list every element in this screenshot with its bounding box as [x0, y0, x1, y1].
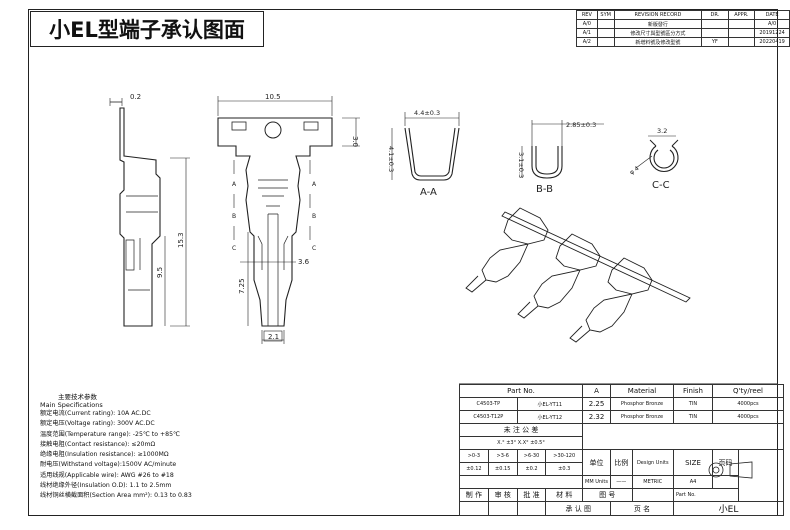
dim-total-len: 15.3	[177, 232, 185, 248]
tb-part-finish: TIN	[673, 410, 714, 424]
spec-line: 线材铜丝横截面积(Section Area mm²): 0.13 to 0.83	[40, 492, 192, 500]
tb-tol-val: ±0.15	[487, 462, 518, 476]
tb-part-qty: 4000pcs	[712, 397, 785, 411]
drawing-frame	[28, 9, 778, 516]
dim-bb-h: 3.1±0.3	[517, 152, 525, 178]
dim-len-95: 9.5	[156, 267, 164, 278]
rev-cell	[596, 37, 615, 47]
section-marker-b: B	[232, 213, 236, 220]
tb-role: 制 作	[459, 488, 489, 502]
spec-line: 线材绝缘外径(Insulation O.D): 1.1 to 2.5mm	[40, 482, 172, 490]
tb-part-a: 2.32	[581, 410, 612, 424]
section-marker-a: A	[312, 181, 317, 188]
tb-size-val: A4	[673, 475, 714, 489]
tb-page-label: 页码	[712, 449, 740, 476]
rev-cell: YF	[701, 37, 729, 47]
tb-tol-val: ±0.3	[545, 462, 583, 476]
tb-tol-range: >0-3	[459, 449, 489, 463]
terminal-iso	[569, 257, 653, 343]
spec-line: 温度范围(Temperature range): -25℃ to +85℃	[40, 430, 180, 438]
tb-role: 材 料	[545, 488, 583, 502]
tb-tol-range: >6-30	[516, 449, 547, 463]
tb-header-part: Part No.	[459, 384, 583, 398]
tb-sheet-label: 页 名	[610, 501, 675, 516]
dim-height: 3.0	[351, 136, 359, 147]
tb-scale-val: ——	[610, 475, 633, 489]
dim-tip-w: 2.1	[268, 333, 279, 341]
rev-cell: 20220419	[754, 37, 790, 47]
spec-line: 绝缘电阻(Insulation resistance): ≥1000MΩ	[40, 451, 169, 459]
terminal-iso	[517, 233, 601, 319]
tb-part-model: 小EL-YT12	[516, 410, 584, 424]
spec-line: 接触电阻(Contact resistance): ≤20mΩ	[40, 440, 156, 448]
tb-unit-label: 单位	[581, 449, 612, 476]
dim-crimp-w: 3.6	[298, 258, 310, 266]
dim-aa-w: 4.4±0.3	[414, 109, 440, 117]
section-aa: 4.4±0.3 4.1±0.3 A-A	[387, 109, 460, 198]
section-marker-b: B	[312, 213, 316, 220]
side-view: 0.2 15.3 9.5	[109, 93, 190, 327]
tb-part-code: C4503-T12P	[459, 410, 518, 424]
section-label-aa: A-A	[420, 187, 437, 198]
dim-aa-h: 4.1±0.3	[387, 146, 395, 172]
spec-line: 额定电压(Voltage rating): 300V AC.DC	[40, 420, 155, 428]
dim-width: 10.5	[265, 93, 281, 101]
spec-line: 适用线规(Applicable wire): AWG #26 to #18	[40, 471, 174, 479]
section-label-bb: B-B	[536, 184, 553, 195]
tb-part-a: 2.25	[581, 397, 612, 411]
section-marker-c: C	[312, 245, 316, 252]
tb-role: 图 号	[582, 488, 633, 502]
main-specifications: 主要技术参数 Main Specifications 额定电流(Current …	[40, 393, 192, 502]
tb-scale-label: 比例	[610, 449, 633, 476]
tb-header-qty: Q'ty/reel	[712, 384, 785, 398]
dim-cc-w: 3.2	[657, 127, 667, 135]
tb-design-units-val: METRIC	[631, 475, 675, 489]
tb-role: 审 核	[487, 488, 518, 502]
spec-line: 耐电压(Withstand voltage):1500V AC/minute	[40, 461, 177, 469]
terminal-iso	[465, 207, 549, 293]
tb-part-no-val: 小EL	[673, 501, 785, 516]
section-cc: 3.2 φ 4 C-C	[629, 127, 679, 191]
dim-cc-d: φ 4	[629, 165, 641, 176]
tb-unit-val: MM Units	[581, 475, 612, 489]
tb-tol-range: >3-6	[487, 449, 518, 463]
tb-tol-val: ±0.2	[516, 462, 547, 476]
tb-tol-range: >30-120	[545, 449, 583, 463]
tb-part-material: Phosphor Bronze	[610, 410, 675, 424]
tb-part-code: C4503-TP	[459, 397, 518, 411]
spec-heading-en: Main Specifications	[40, 401, 103, 409]
section-label-cc: C-C	[652, 180, 670, 191]
tb-approve-label: 承 认 图	[545, 501, 612, 516]
tb-part-model: 小EL-YT11	[516, 397, 584, 411]
page-title: 小EL型端子承认图面	[30, 11, 264, 47]
spec-heading-cn: 主要技术参数	[58, 393, 97, 401]
tb-size-label: SIZE	[673, 449, 714, 476]
tb-part-no-label: Part No.	[673, 488, 740, 502]
title-block: Part No. A Material Finish Q'ty/reel C45…	[459, 384, 785, 516]
tb-part-finish: TIN	[673, 397, 714, 411]
section-bb: 2.85±0.3 3.1±0.3 B-B	[517, 120, 604, 195]
tb-tolerance-angle: X.° ±3° X.X° ±0.5°	[459, 436, 583, 450]
tb-tol-val: ±0.12	[459, 462, 489, 476]
tb-part-material: Phosphor Bronze	[610, 397, 675, 411]
tb-header-material: Material	[610, 384, 675, 398]
front-view: 10.5 3.0 3.6 7.25 2.1 A A B B C C	[217, 93, 360, 344]
section-marker-c: C	[232, 245, 236, 252]
revision-table: REV SYM REVISION RECORD DR. APPR. DATE A…	[576, 10, 790, 47]
tb-role: 批 准	[516, 488, 547, 502]
dim-thickness: 0.2	[130, 93, 141, 101]
spec-line: 额定电流(Current rating): 10A AC.DC	[40, 410, 151, 417]
tb-part-qty: 4000pcs	[712, 410, 785, 424]
tb-design-units-label: Design Units	[631, 449, 675, 476]
tb-header-a: A	[581, 384, 612, 398]
tb-header-finish: Finish	[673, 384, 714, 398]
section-marker-a: A	[232, 181, 237, 188]
tb-tolerance-title: 未 注 公 差	[459, 423, 583, 437]
dim-bb-w: 2.85±0.3	[566, 121, 596, 129]
isometric-strip	[465, 207, 691, 343]
dim-len-725: 7.25	[238, 278, 246, 294]
